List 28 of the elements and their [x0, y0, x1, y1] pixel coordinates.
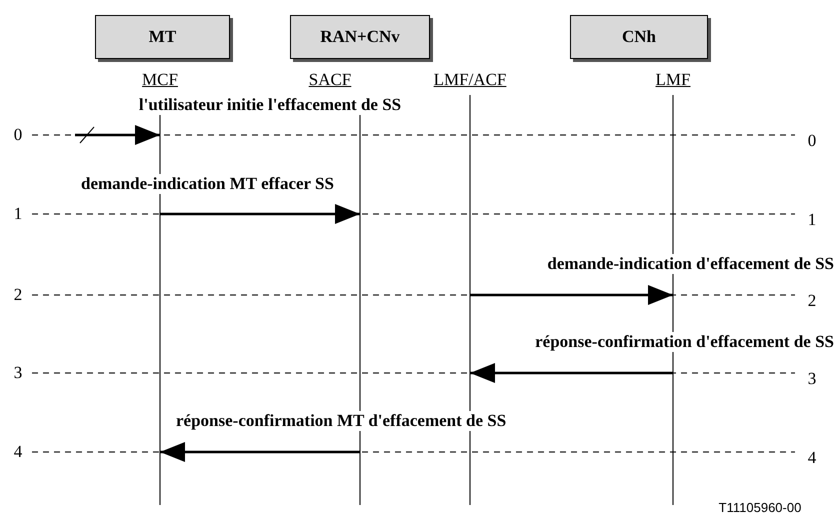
message-label: l'utilisateur initie l'effacement de SS	[138, 95, 402, 115]
message-arrow	[75, 125, 160, 145]
step-number: 1	[808, 210, 816, 230]
message-arrow	[470, 285, 673, 305]
entity-box: CNh	[570, 15, 708, 59]
message-arrow	[470, 363, 673, 383]
message-arrow	[160, 442, 360, 462]
message-arrow	[160, 204, 360, 224]
message-label: réponse-confirmation d'effacement de SS	[534, 332, 835, 352]
step-number: 3	[14, 363, 22, 383]
entity-label: SACF	[308, 70, 352, 90]
message-label: demande-indication d'effacement de SS	[546, 254, 835, 274]
step-number: 1	[14, 204, 22, 224]
entity-label: LMF	[656, 70, 690, 90]
step-number: 2	[808, 291, 816, 311]
message-label: demande-indication MT effacer SS	[80, 174, 335, 194]
message-label: réponse-confirmation MT d'effacement de SS	[175, 411, 508, 431]
step-number: 4	[14, 442, 22, 462]
entity-box: RAN+CNv	[290, 15, 430, 59]
figure-id: T11105960-00	[718, 500, 802, 515]
entity-label: LMF/ACF	[434, 70, 506, 90]
step-number: 4	[808, 448, 816, 468]
step-number: 0	[14, 125, 22, 145]
step-number: 3	[808, 369, 816, 389]
step-number: 2	[14, 285, 22, 305]
step-number: 0	[808, 131, 816, 151]
entity-label: MCF	[142, 70, 178, 90]
entity-box: MT	[95, 15, 230, 59]
